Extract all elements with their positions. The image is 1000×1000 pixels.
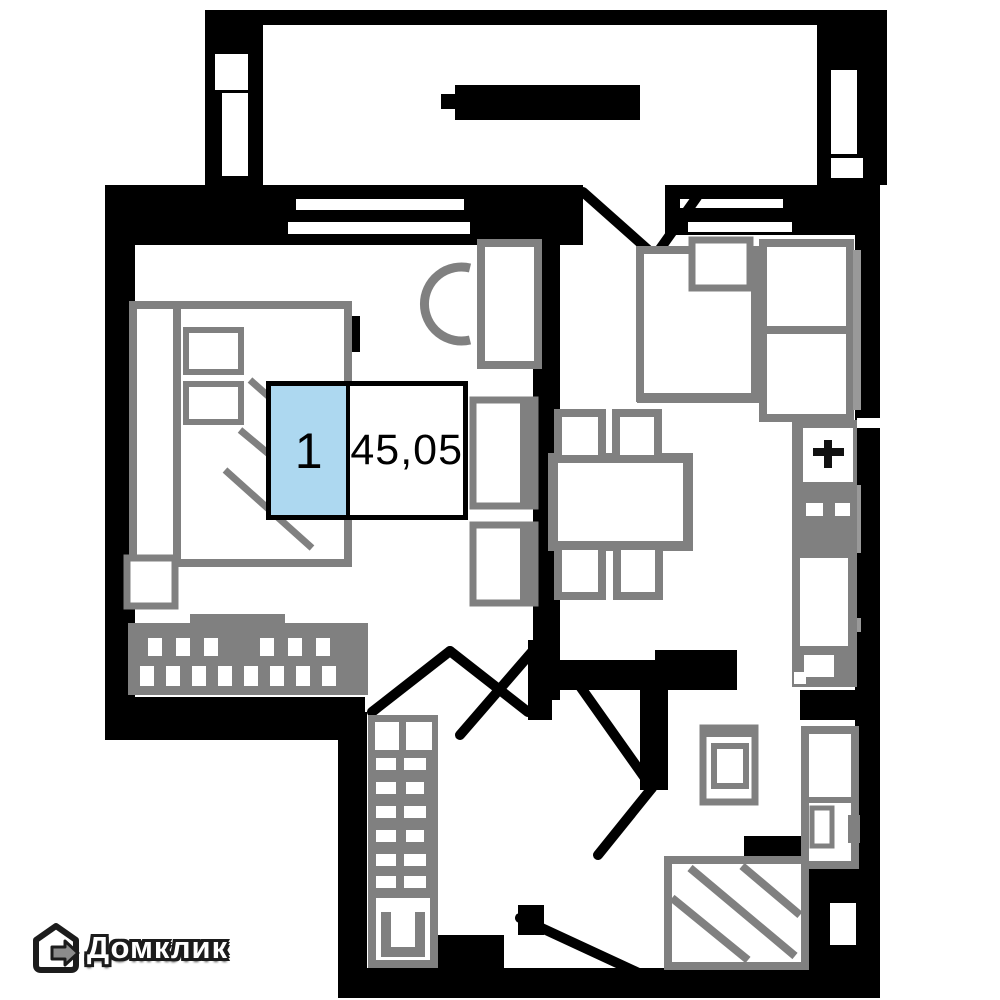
window-kitchen-1 (680, 199, 783, 208)
wall-bath-top-right (800, 690, 880, 720)
bath-sink-handle (848, 815, 860, 843)
bed-kitchen-pillow (688, 236, 754, 292)
sofa-back (520, 400, 535, 506)
chair-3 (554, 542, 606, 600)
burner-1 (806, 503, 823, 516)
door-living-swing (455, 641, 542, 740)
desk-chair (420, 262, 472, 346)
kitchen-room-furniture (548, 236, 880, 687)
wall-hall-left (338, 712, 367, 998)
bed-living-pillow-2 (183, 381, 244, 425)
chair-4 (613, 542, 663, 600)
entry-label-blob (434, 935, 504, 969)
doors (367, 187, 702, 980)
hall-shelving-u (381, 912, 425, 957)
bed-living-pillow-1 (183, 327, 244, 375)
fridge (800, 558, 848, 646)
unit-info-box: 1 45,05 (266, 381, 468, 520)
wall-notch-1 (857, 418, 880, 428)
balcony-label-blob-notch (441, 94, 457, 109)
dining-table (548, 453, 693, 551)
kitchen-hall-label-blob (655, 650, 737, 690)
domclick-logo: Домклик (32, 922, 228, 974)
counter-inset-1 (804, 655, 834, 677)
wall-top-left (105, 185, 583, 245)
washing-machine-door (711, 743, 749, 789)
window-strip-1 (853, 250, 861, 410)
wall-bottom (338, 968, 880, 998)
bath-sink-inset (809, 805, 835, 849)
wall-living-bottom (105, 697, 365, 740)
balcony-label-blob (455, 85, 640, 120)
unit-number: 1 (271, 386, 351, 515)
door-kitchen-leaf (572, 677, 657, 793)
chair-2 (612, 409, 662, 463)
bathtub-hatch-3 (739, 862, 803, 919)
walls (105, 10, 887, 998)
window-balcony-left-2 (222, 93, 248, 176)
bathroom-fixtures (664, 724, 860, 970)
chair-1 (554, 409, 606, 463)
door-entry-leaf (515, 913, 648, 980)
window-balcony-right-2 (831, 158, 863, 178)
dresser-slots (140, 638, 336, 686)
domclick-logo-text: Домклик (87, 930, 229, 965)
wall-kitchen-bottom (552, 660, 662, 690)
counter-inset-2 (794, 672, 806, 684)
window-living-1 (296, 199, 464, 210)
unit-area: 45,05 (350, 426, 463, 474)
domclick-house-icon (33, 923, 80, 973)
door-living-leaf-1 (367, 646, 455, 717)
window-kitchen-2 (688, 222, 792, 232)
bathtub-hatch-2 (669, 894, 751, 964)
door-bath-leaf (593, 783, 657, 860)
hall-shelving-slots (375, 722, 432, 888)
burner-2 (835, 503, 850, 516)
window-balcony-right-1 (831, 70, 857, 154)
toilet (830, 903, 856, 945)
wall-balcony-top (205, 10, 887, 25)
window-balcony-left-1 (215, 54, 248, 90)
bed-kitchen-foot-rail (637, 393, 850, 403)
armchair-back (520, 525, 535, 603)
nightstand-living (123, 554, 179, 610)
desk (477, 239, 542, 369)
door-living-leaf-2 (445, 646, 533, 717)
washing-machine-panel (703, 728, 755, 737)
bathtub-hatch-1 (687, 864, 798, 960)
window-living-2 (288, 222, 470, 234)
hallway-furniture (368, 715, 438, 968)
